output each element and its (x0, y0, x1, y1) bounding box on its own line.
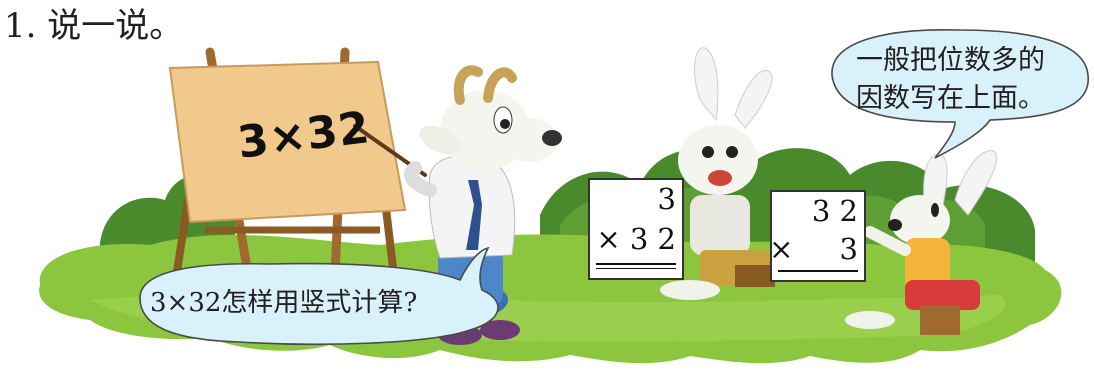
card-left-rule-thin (596, 268, 676, 269)
goat-bubble-text: 3×32怎样用竖式计算? (150, 288, 418, 318)
rabbit-right (845, 150, 997, 335)
rabbit-bubble-line1: 一般把位数多的 (856, 45, 1045, 76)
easel-board (168, 60, 407, 224)
vertical-calc-card-right: 3 2 × 3 (769, 190, 866, 282)
card-left-bottom: × 3 2 (596, 222, 676, 256)
goat-speech-bubble (139, 246, 499, 346)
exercise-heading: 1. 说一说。 (4, 6, 184, 46)
card-right-top: 3 2 (811, 194, 858, 228)
card-left-top: 3 (657, 182, 676, 216)
rabbit-bubble-line2: 因数写在上面。 (856, 83, 1045, 114)
rabbit-left (660, 47, 775, 300)
vertical-calc-card-left: 3 × 3 2 (588, 178, 684, 280)
card-right-bottom: × 3 (769, 232, 858, 266)
card-left-rule (596, 263, 676, 265)
rabbit-speech-bubble (831, 28, 1089, 159)
card-right-rule (778, 270, 858, 272)
